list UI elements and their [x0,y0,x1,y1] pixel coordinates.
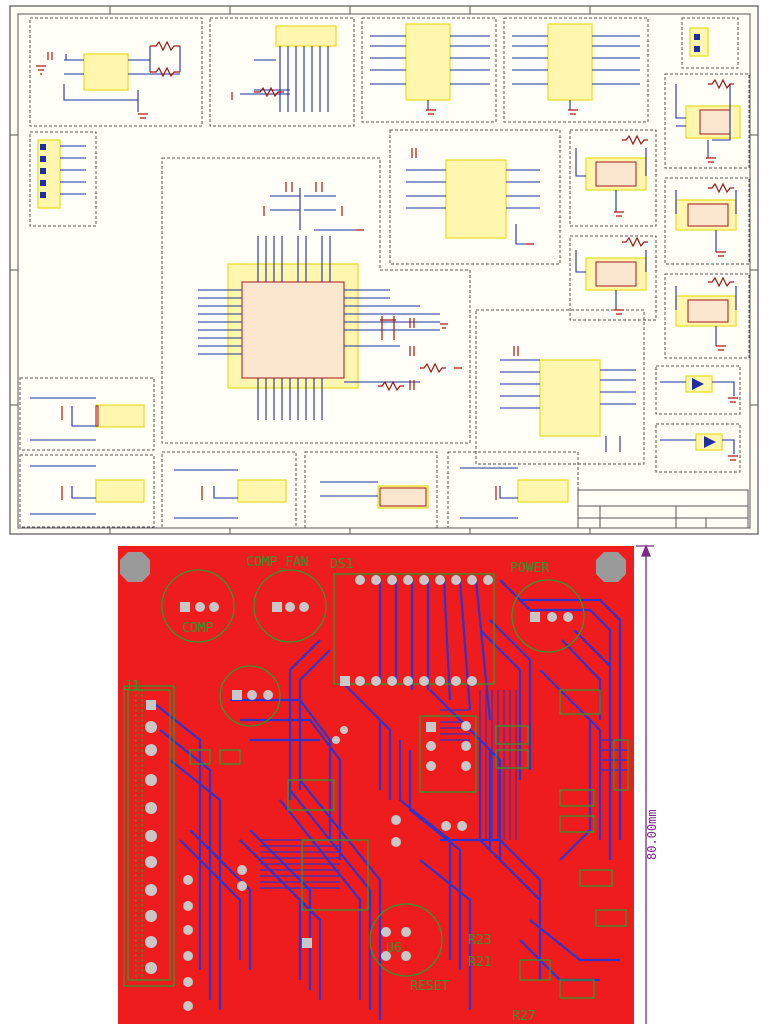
conn-b3 [237,479,287,503]
conn-b5 [517,479,569,503]
c-footprint [219,665,281,727]
header-j2 [275,25,337,47]
power-footprint [511,579,585,653]
label-r21: R21 [468,955,491,970]
pcb-silkscreen [123,569,629,999]
mount-hole-right [596,552,626,582]
schematic-wires [30,35,737,519]
ic-u1 [83,53,129,91]
label-r27: R27 [512,1009,535,1024]
label-j1: J1 [124,679,140,694]
schematic-blocks [19,17,750,529]
buffer-ic-2 [547,23,593,101]
pcb-labels: COMP_FAN DS1 POWER COMP J1 U6 RESET R23 … [124,555,549,1024]
label-r23: R23 [468,933,491,948]
label-power: POWER [510,561,549,576]
label-comp-fan: COMP_FAN [246,555,309,570]
schematic-passives [47,40,734,392]
title-block [577,489,749,529]
pcb-pads [145,575,573,1011]
ic-bodies [95,109,731,507]
label-ds1: DS1 [330,557,353,572]
label-reset: RESET [410,979,449,994]
ic-mid [445,159,507,239]
sheet-zone-ticks [10,6,758,534]
conn-b1 [95,404,145,428]
label-comp: COMP [182,621,213,636]
j1-footprint [123,685,175,987]
ds1-footprint [333,573,495,685]
mount-hole-left [120,552,150,582]
conn-b2 [95,479,145,503]
led-symbols [692,378,716,448]
comp-fan-footprint [253,569,327,643]
comp-footprint [161,569,235,643]
schematic-view[interactable] [0,0,768,540]
connector-pins [40,34,700,198]
pcb-layout-view[interactable]: COMP_FAN DS1 POWER COMP J1 U6 RESET R23 … [0,540,768,1024]
buffer-ic-1 [405,23,451,101]
dimension-label: 80.00mm [645,809,659,860]
dimension-marker [636,544,654,1024]
ground-symbols [36,65,738,500]
ic-lower [539,359,601,437]
label-u6: U6 [386,941,402,956]
pcb-board [118,546,634,1024]
u6-footprint [369,903,443,977]
mounting-holes [120,552,626,582]
